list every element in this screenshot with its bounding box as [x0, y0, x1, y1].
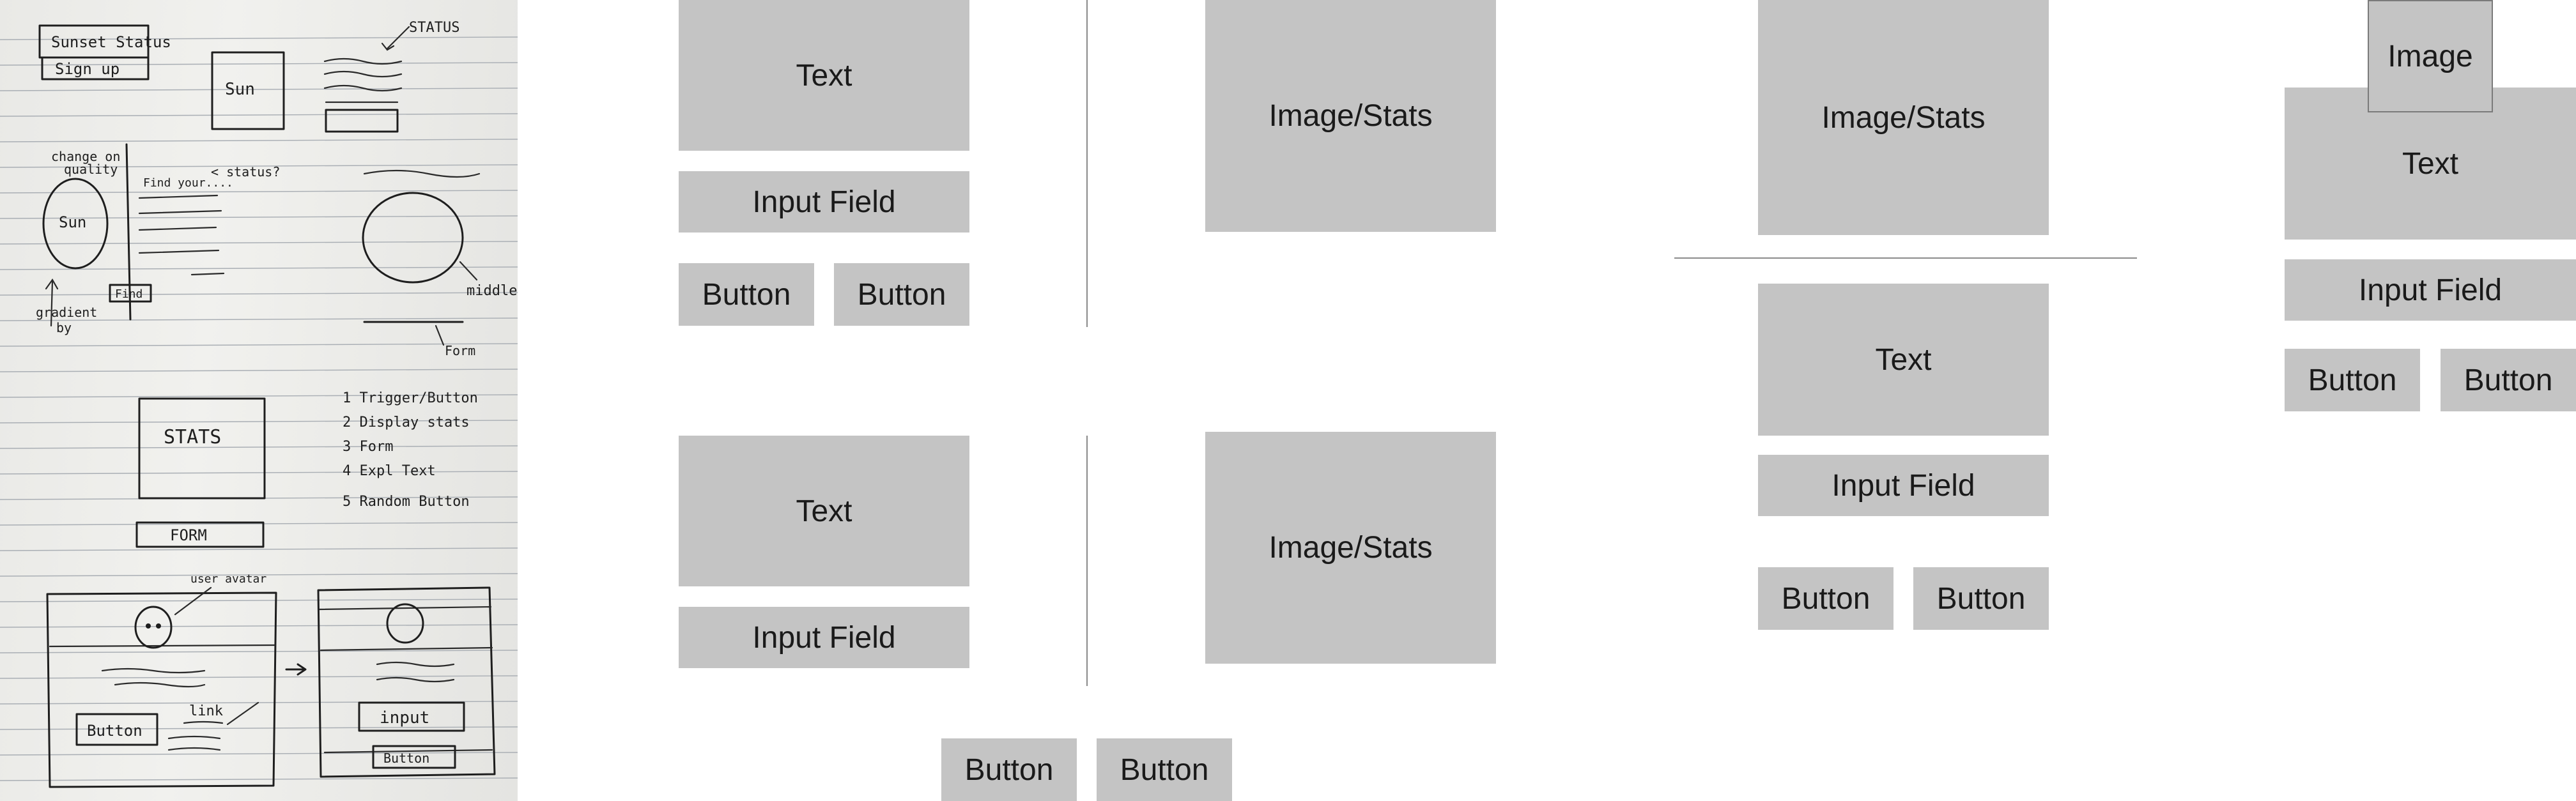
sketch-gradient-arrowhead [45, 278, 59, 290]
layout-c-input-field[interactable]: Input Field [2285, 259, 2576, 321]
sketch-avatar-eye-right [156, 623, 161, 629]
layout-a-input-field-bottom[interactable]: Input Field [679, 607, 969, 668]
layout-c-button-1[interactable]: Button [2285, 349, 2420, 411]
hand-drawn-sketch: Sunset Status Sign up Sun STATUS change … [0, 0, 518, 801]
sketch-status-arrow [386, 26, 410, 50]
sketch-signup-box [41, 56, 150, 80]
sketch-avatar-note: user avatar [190, 572, 266, 586]
sketch-list-item-4: 4 Expl Text [343, 463, 436, 479]
sketch-text-line-1 [138, 194, 219, 199]
sketch-mockup-right-line-2 [320, 646, 493, 652]
sketch-text-line-4 [138, 249, 220, 254]
sketch-mockup-right-line-3 [323, 749, 493, 754]
sketch-button-box [75, 713, 158, 746]
sketch-link-line [183, 721, 224, 724]
sketch-gradient-arrow [50, 280, 54, 327]
sketch-mockup-right-line-1 [318, 606, 492, 611]
sketch-mockup-left-scribble-4 [167, 747, 221, 751]
sketch-scribble-3 [323, 84, 403, 92]
sketch-signup-text: Sign up [55, 60, 120, 78]
sketch-avatar-circle [134, 606, 173, 649]
sketch-small-button-box [372, 745, 456, 769]
sketch-input-box [358, 701, 465, 732]
sketch-mockup-right-scribble-1 [376, 661, 455, 668]
sketch-drawing: Sunset Status Sign up Sun STATUS change … [0, 20, 518, 788]
sketch-form-arrow [435, 324, 445, 346]
sketch-stats-box [138, 397, 266, 500]
layout-c-text-block: Text [2285, 88, 2576, 240]
sketch-mockup-right [317, 586, 496, 778]
sketch-stats-text: STATS [164, 426, 221, 448]
layout-a-button-2[interactable]: Button [834, 263, 969, 326]
sketch-vertical-divider [125, 143, 132, 321]
layout-a-image-stats-top: Image/Stats [1205, 0, 1496, 232]
sketch-find-your: Find your.... [143, 176, 233, 190]
sketch-status-note: STATUS [409, 20, 459, 36]
sketch-status-arrowhead [381, 42, 395, 51]
sketch-right-avatar [386, 603, 424, 644]
layout-b-button-1[interactable]: Button [1758, 567, 1893, 630]
sketch-scribble-1 [323, 57, 403, 65]
layout-c-image: Image [2368, 0, 2493, 112]
layout-a-image-stats-bottom: Image/Stats [1205, 432, 1496, 664]
sketch-form-box [135, 521, 265, 548]
sketch-mockup-left-scribble-2 [114, 682, 206, 688]
sketch-gradient-note-1: gradient [36, 305, 97, 320]
layout-b-text-block: Text [1758, 284, 2049, 436]
layout-a-text-block: Text [679, 0, 969, 151]
sketch-gradient-note-2: by [56, 320, 72, 335]
layout-b-input-field[interactable]: Input Field [1758, 455, 2049, 516]
sketch-list-item-3: 3 Form [343, 439, 393, 455]
layout-a-divider-bottom [1086, 436, 1088, 686]
sketch-sun-box [211, 51, 285, 130]
sketch-mockup-right-scribble-2 [376, 676, 455, 683]
sketch-avatar-arrow [174, 586, 212, 616]
layout-c-button-2[interactable]: Button [2441, 349, 2576, 411]
sketch-middle-arrow [459, 261, 478, 281]
sketch-change-note-1: change on [51, 149, 120, 164]
sketch-mockup-left [46, 591, 277, 788]
sketch-middle-scribble [363, 169, 481, 178]
sketch-sun-circle-text: Sun [59, 213, 86, 231]
notebook-rules [0, 36, 518, 781]
sketch-input-box-text: input [380, 708, 429, 728]
sketch-avatar-eye-left [146, 623, 151, 629]
sketch-status-question: < status? [211, 164, 280, 179]
sketch-scribble-2 [323, 70, 403, 78]
layout-b-divider [1674, 257, 2137, 259]
sketch-find-button-text: Find [115, 287, 143, 301]
layout-a-bottom-button-2[interactable]: Button [1097, 738, 1232, 801]
sketch-list-item-5: 5 Random Button [343, 494, 470, 510]
sketch-between-arrowhead [297, 663, 307, 676]
layout-a-divider-top [1086, 0, 1088, 327]
sketch-sun-circle-left [42, 178, 109, 270]
sketch-form-box-text: FORM [170, 526, 207, 544]
sketch-list-item-2: 2 Display stats [343, 415, 470, 431]
sketch-mockup-left-scribble-1 [101, 668, 206, 674]
layout-b-image-stats: Image/Stats [1758, 0, 2049, 235]
sketch-mockup-left-scribble-3 [167, 735, 221, 740]
sketch-link-arrow [226, 701, 259, 726]
sketch-text-line-3 [138, 226, 217, 231]
sketch-text-line-5 [190, 272, 225, 276]
sketch-small-button-text: Button [383, 751, 429, 766]
sketch-middle-note: middle [467, 283, 517, 299]
layout-a-text-block-bottom: Text [679, 436, 969, 586]
sketch-change-note-2: quality [64, 162, 118, 177]
sketch-sun-box-text: Sun [225, 80, 255, 99]
sketch-find-button [109, 284, 152, 303]
sketch-button-box-text: Button [87, 722, 143, 740]
layout-a-input-field[interactable]: Input Field [679, 171, 969, 233]
layout-a-button-1[interactable]: Button [679, 263, 814, 326]
sketch-form-note: Form [445, 343, 475, 358]
sketch-list-item-1: 1 Trigger/Button [343, 390, 478, 406]
sketch-status-box [325, 109, 399, 133]
sketch-text-line-2 [138, 210, 222, 215]
sketch-title-text: Sunset Status [51, 33, 171, 51]
layout-b-button-2[interactable]: Button [1913, 567, 2049, 630]
layout-a-bottom-button-1[interactable]: Button [941, 738, 1077, 801]
sketch-link-note: link [189, 703, 223, 719]
sketch-middle-circle [362, 192, 464, 284]
